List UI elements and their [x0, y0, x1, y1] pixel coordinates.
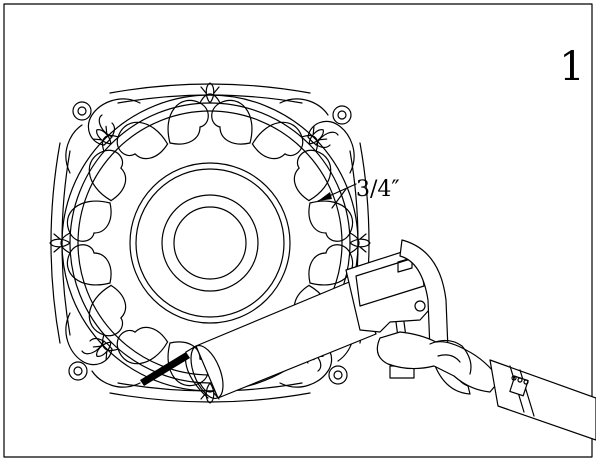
dimension-label: 3/4″ — [356, 177, 400, 202]
diagram-border — [3, 3, 593, 458]
dimension-callout: 3/4″ — [317, 177, 400, 209]
ceiling-medallion — [49, 82, 371, 404]
caulking-gun — [140, 239, 596, 441]
step-number: 1 — [559, 44, 584, 90]
